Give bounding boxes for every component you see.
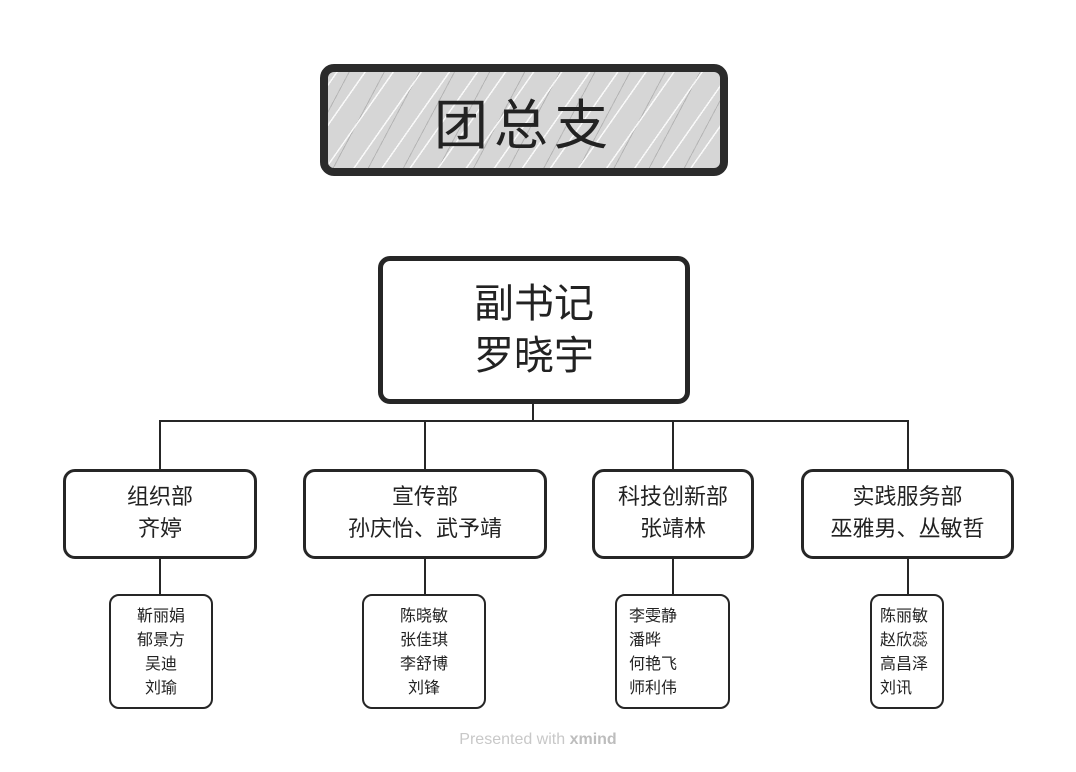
- member-list-organization[interactable]: 靳丽娟 郁景方 吴迪 刘瑜: [109, 594, 213, 709]
- department-node-publicity[interactable]: 宣传部 孙庆怡、武予靖: [303, 469, 547, 559]
- deputy-title: 副书记: [474, 281, 594, 327]
- edge-bus-to-dept-1: [159, 420, 161, 470]
- edge-dept-2-to-members: [424, 558, 426, 595]
- member-list-practice[interactable]: 陈丽敏 赵欣蕊 高昌泽 刘讯: [870, 594, 944, 709]
- department-node-organization[interactable]: 组织部 齐婷: [63, 469, 257, 559]
- department-node-practice[interactable]: 实践服务部 巫雅男、丛敏哲: [801, 469, 1014, 559]
- member-name: 陈丽敏: [880, 605, 929, 625]
- root-topic-node[interactable]: 团总支: [320, 64, 728, 176]
- root-topic-label: 团总支: [434, 93, 614, 157]
- department-name: 组织部: [126, 485, 193, 510]
- department-name: 科技创新部: [617, 485, 728, 510]
- department-node-innovation[interactable]: 科技创新部 张靖林: [592, 469, 754, 559]
- member-name: 李舒博: [399, 653, 448, 673]
- edge-deputy-down: [532, 403, 534, 422]
- member-name: 何艳飞: [629, 653, 678, 673]
- edge-bus-to-dept-3: [672, 420, 674, 470]
- member-list-publicity[interactable]: 陈晓敏 张佳琪 李舒博 刘锋: [362, 594, 486, 709]
- member-name: 刘瑜: [144, 677, 177, 697]
- footer-watermark: Presented with xmind: [0, 731, 1076, 749]
- member-name: 刘锋: [407, 677, 440, 697]
- member-name: 赵欣蕊: [880, 629, 929, 649]
- edge-dept-4-to-members: [907, 558, 909, 595]
- edge-dept-1-to-members: [159, 558, 161, 595]
- member-name: 刘讯: [880, 677, 913, 697]
- footer-brand: xmind: [569, 731, 617, 748]
- member-list-innovation[interactable]: 李雯静 潘晔 何艳飞 师利伟: [615, 594, 730, 709]
- member-name: 靳丽娟: [136, 605, 185, 625]
- member-name: 潘晔: [629, 629, 662, 649]
- member-name: 陈晓敏: [399, 605, 448, 625]
- member-name: 高昌泽: [880, 653, 929, 673]
- member-name: 张佳琪: [399, 629, 448, 649]
- deputy-name: 罗晓宇: [474, 333, 594, 379]
- department-heads: 齐婷: [137, 517, 182, 542]
- department-heads: 巫雅男、丛敏哲: [830, 517, 985, 542]
- deputy-secretary-node[interactable]: 副书记 罗晓宇: [378, 256, 690, 404]
- member-name: 李雯静: [629, 605, 678, 625]
- member-name: 师利伟: [629, 677, 678, 697]
- department-heads: 孙庆怡、武予靖: [347, 517, 502, 542]
- department-heads: 张靖林: [639, 517, 706, 542]
- department-name: 宣传部: [391, 485, 458, 510]
- edge-bus-to-dept-4: [907, 420, 909, 470]
- edge-dept-3-to-members: [672, 558, 674, 595]
- member-name: 郁景方: [136, 629, 185, 649]
- member-name: 吴迪: [144, 653, 177, 673]
- footer-prefix: Presented with: [459, 731, 570, 748]
- edge-horizontal-bus: [159, 420, 909, 422]
- department-name: 实践服务部: [852, 485, 963, 510]
- edge-bus-to-dept-2: [424, 420, 426, 470]
